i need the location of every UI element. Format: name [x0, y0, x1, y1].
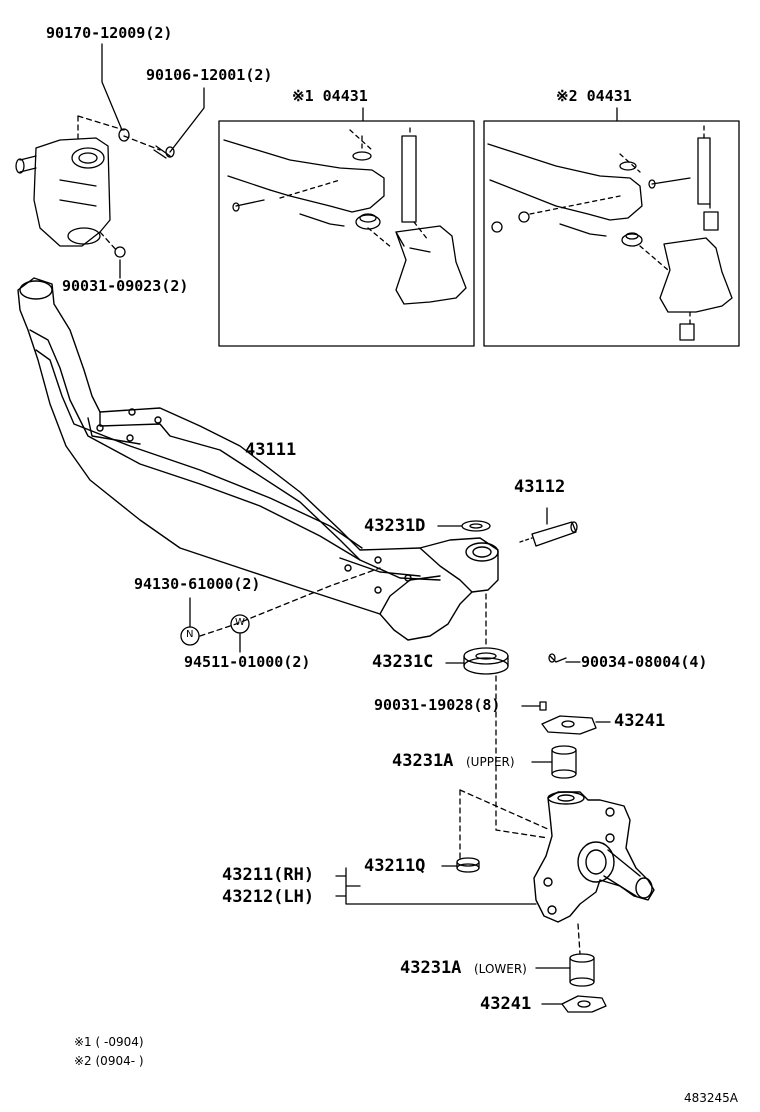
note-2: ※2 (0904- ) [74, 1054, 144, 1068]
label-94511-01000: 94511-01000(2) [184, 653, 311, 671]
label-43231A-upper: 43231A [392, 751, 454, 771]
inset-2-dashes [529, 125, 711, 325]
label-43241-lower: 43241 [480, 994, 532, 1014]
label-04431-inset-1: ※1 04431 [292, 87, 368, 105]
inset-1-drawing [223, 135, 467, 305]
label-lower-tag: (LOWER) [474, 962, 527, 976]
bushing-upper [551, 745, 577, 779]
label-43231C: 43231C [372, 652, 434, 672]
bolt-dashed-lines [77, 115, 161, 253]
washer-43231D [461, 520, 491, 532]
bearing-43231C [463, 647, 509, 675]
label-43231A-lower: 43231A [400, 958, 462, 978]
bushing-lower [569, 953, 595, 987]
note-1: ※1 ( -0904) [74, 1035, 144, 1049]
label-43111: 43111 [245, 440, 297, 460]
label-94130-61000: 94130-61000(2) [134, 575, 261, 593]
label-43212-lh: 43212(LH) [222, 887, 315, 907]
cap-43241-lower [561, 995, 607, 1013]
shim-43211Q [456, 857, 480, 873]
steering-knuckle [533, 791, 655, 923]
inset-box-2 [483, 120, 740, 347]
small-bolts [114, 128, 175, 258]
label-43231D: 43231D [364, 516, 426, 536]
n-marker-letter: N [186, 629, 194, 640]
label-43112: 43112 [514, 477, 566, 497]
alignment-dashes [199, 567, 581, 955]
w-marker-letter: W [235, 617, 245, 628]
rh-lh-bracket [335, 867, 537, 905]
label-43241-upper: 43241 [614, 711, 666, 731]
label-90031-09023: 90031-09023(2) [62, 277, 189, 295]
steering-bracket [15, 137, 111, 247]
label-90106-12001: 90106-12001(2) [146, 66, 273, 84]
leader-lines-top [101, 43, 205, 279]
label-43211Q: 43211Q [364, 856, 426, 876]
label-90034-08004: 90034-08004(4) [581, 653, 708, 671]
label-43211-rh: 43211(RH) [222, 865, 315, 885]
king-pin-43112 [519, 521, 578, 547]
cap-43241-upper [541, 715, 597, 735]
label-90170-12009: 90170-12009(2) [46, 24, 173, 42]
figure-code: 483245A [684, 1091, 739, 1105]
inset-2-drawing [487, 137, 733, 341]
inset-1-dashes [279, 127, 429, 249]
axle-beam [17, 277, 499, 641]
label-04431-inset-2: ※2 04431 [556, 87, 632, 105]
label-upper-tag: (UPPER) [466, 755, 515, 769]
grease-fitting [548, 653, 567, 663]
label-90031-19028: 90031-19028(8) [374, 696, 501, 714]
inset-box-1 [218, 120, 475, 347]
